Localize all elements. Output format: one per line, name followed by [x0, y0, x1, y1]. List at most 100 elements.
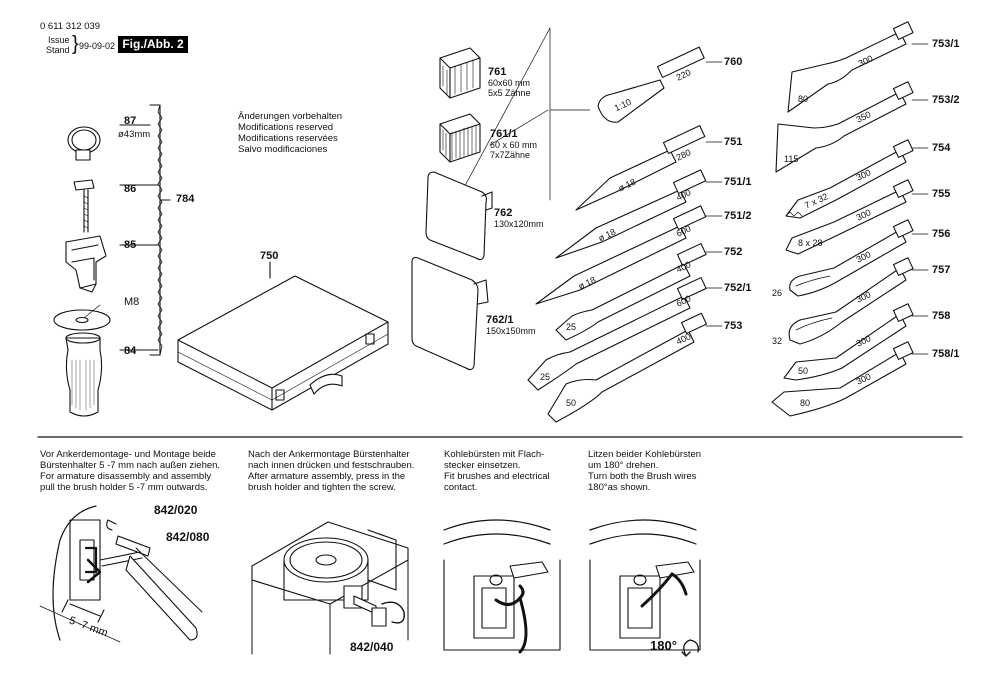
chisel-758-1-id: 758/1: [932, 348, 960, 360]
bracket-784: [119, 104, 171, 356]
rotation-label: 180°: [650, 638, 677, 653]
pad-761-id: 761: [488, 66, 507, 78]
chisel-755-size: 8 x 28: [798, 238, 823, 248]
chisel-755-id: 755: [932, 188, 951, 200]
chisel-757-width: 32: [772, 336, 783, 346]
part-85: 85: [124, 239, 137, 251]
part-84: 84: [124, 345, 137, 357]
instruction-4-line-3: Turn both the Brush wires: [588, 471, 697, 482]
chisel-753-2-width: 115: [784, 154, 799, 164]
chisel-758-1-width: 80: [800, 398, 811, 408]
part-m8: M8: [124, 296, 140, 308]
callout-842-080: 842/080: [166, 530, 210, 544]
fig-label: Fig./Abb. 2: [118, 36, 188, 53]
pad-761: [439, 47, 481, 99]
chisel-752-1-id: 752/1: [724, 282, 752, 294]
chisel-758-id: 758: [932, 310, 951, 322]
chisel-751-id: 751: [724, 136, 743, 148]
instruction-4-line-1: Litzen beider Kohlebürsten: [588, 449, 702, 460]
note-line-3: Modifications reservées: [238, 133, 338, 144]
part-784: 784: [176, 193, 195, 205]
pad-761-teeth: 5x5 Zähne: [488, 88, 531, 98]
chisel-757: [788, 257, 929, 345]
issue-date: 99-09-02: [79, 41, 116, 51]
case-label: 750: [260, 250, 279, 262]
instruction-3: Kohlebürsten mit Flach- stecker einsetze…: [444, 449, 550, 493]
instruction-2-line-4: brush holder and tighten the screw.: [248, 482, 396, 493]
instruction-2: Nach der Ankermontage Bürstenhalter nach…: [248, 449, 414, 493]
stand-label: Stand: [46, 45, 70, 55]
callout-842-040: 842/040: [350, 640, 394, 654]
instruction-3-line-1: Kohlebürsten mit Flach-: [444, 449, 545, 460]
pad-761-1-size: 60 x 60 mm: [490, 140, 538, 150]
pad-761-1: [439, 113, 481, 163]
chisel-757-id: 757: [932, 264, 951, 276]
pad-762-1: [411, 256, 489, 371]
note-line-1: Änderungen vorbehalten: [238, 111, 343, 122]
pad-762-id: 762: [494, 207, 513, 219]
bolt-86: [73, 179, 95, 233]
chisel-754: [785, 139, 929, 219]
instruction-2-line-1: Nach der Ankermontage Bürstenhalter: [248, 449, 410, 460]
chisel-753: [547, 312, 723, 423]
chisel-756-width: 26: [772, 288, 783, 298]
chisel-760-id: 760: [724, 56, 743, 68]
brace-glyph: }: [72, 33, 79, 55]
instruction-2-line-3: After armature assembly, press in the: [248, 471, 406, 482]
chisel-751-2-id: 751/2: [724, 210, 752, 222]
instruction-4-line-2: um 180° drehen.: [588, 460, 659, 471]
instruction-4-figure: [589, 519, 701, 657]
chisel-751-1: [555, 169, 723, 259]
instruction-1-figure: [39, 500, 203, 660]
instruction-1-line-4: pull the brush holder 5 -7 mm outwards.: [40, 482, 208, 493]
clamp-ring-87: [67, 126, 101, 161]
chisel-751-2: [535, 205, 723, 305]
instruction-4: Litzen beider Kohlebürsten um 180° drehe…: [588, 449, 701, 493]
instruction-1-line-1: Vor Ankerdemontage- und Montage beide: [40, 449, 216, 460]
case-750: [177, 261, 389, 411]
instruction-2-line-2: nach innen drücken und festschrauben.: [248, 460, 415, 471]
chisel-753-2-id: 753/2: [932, 94, 960, 106]
chisel-754-id: 754: [932, 142, 951, 154]
pad-761-1-id: 761/1: [490, 128, 518, 140]
chisel-753-width: 50: [566, 398, 577, 408]
pad-762-1-id: 762/1: [486, 314, 514, 326]
instruction-1: Vor Ankerdemontage- und Montage beide Bü…: [40, 449, 220, 493]
issue-label: Issue: [48, 35, 70, 45]
chisel-751: [575, 125, 723, 211]
chisel-760: [597, 46, 723, 123]
pad-761-size: 60x60 mm: [488, 78, 531, 88]
instruction-1-line-2: Bürstenhalter 5 -7 mm nach außen ziehen.: [40, 460, 221, 471]
pad-761-1-teeth: 7x7Zähne: [490, 150, 531, 160]
instruction-2-figure: [251, 521, 409, 655]
instruction-3-line-3: Fit brushes and electrical: [444, 471, 550, 482]
chisel-753-id: 753: [724, 320, 743, 332]
chisel-758-width: 50: [798, 366, 809, 376]
handle-84: [65, 332, 103, 417]
instruction-1-line-3: For armature disassembly and assembly: [40, 471, 212, 482]
chisel-758: [783, 303, 929, 381]
chisel-752-width: 25: [566, 322, 577, 332]
instruction-3-line-4: contact.: [444, 482, 478, 493]
washer-m8: [53, 304, 111, 331]
note-line-2: Modifications reserved: [238, 122, 334, 133]
chisel-756-id: 756: [932, 228, 951, 240]
chisel-753-1-width: 80: [798, 94, 809, 104]
chisel-753-1-id: 753/1: [932, 38, 960, 50]
holder-85: [65, 235, 107, 293]
pad-762-size: 130x120mm: [494, 219, 544, 229]
chisel-753-2: [775, 81, 929, 173]
chisel-756: [789, 219, 929, 297]
instruction-3-figure: [443, 519, 561, 654]
callout-842-020: 842/020: [154, 503, 198, 517]
instruction-3-line-2: stecker einsetzen.: [444, 460, 521, 471]
note-line-4: Salvo modificaciones: [238, 144, 328, 155]
part-86: 86: [124, 183, 137, 195]
chisel-752-id: 752: [724, 246, 743, 258]
drawing-number: 0 611 312 039: [40, 21, 101, 32]
chisel-758-1: [771, 341, 929, 417]
pad-762-1-size: 150x150mm: [486, 326, 536, 336]
chisel-755: [785, 179, 929, 255]
part-87: 87: [124, 115, 137, 127]
